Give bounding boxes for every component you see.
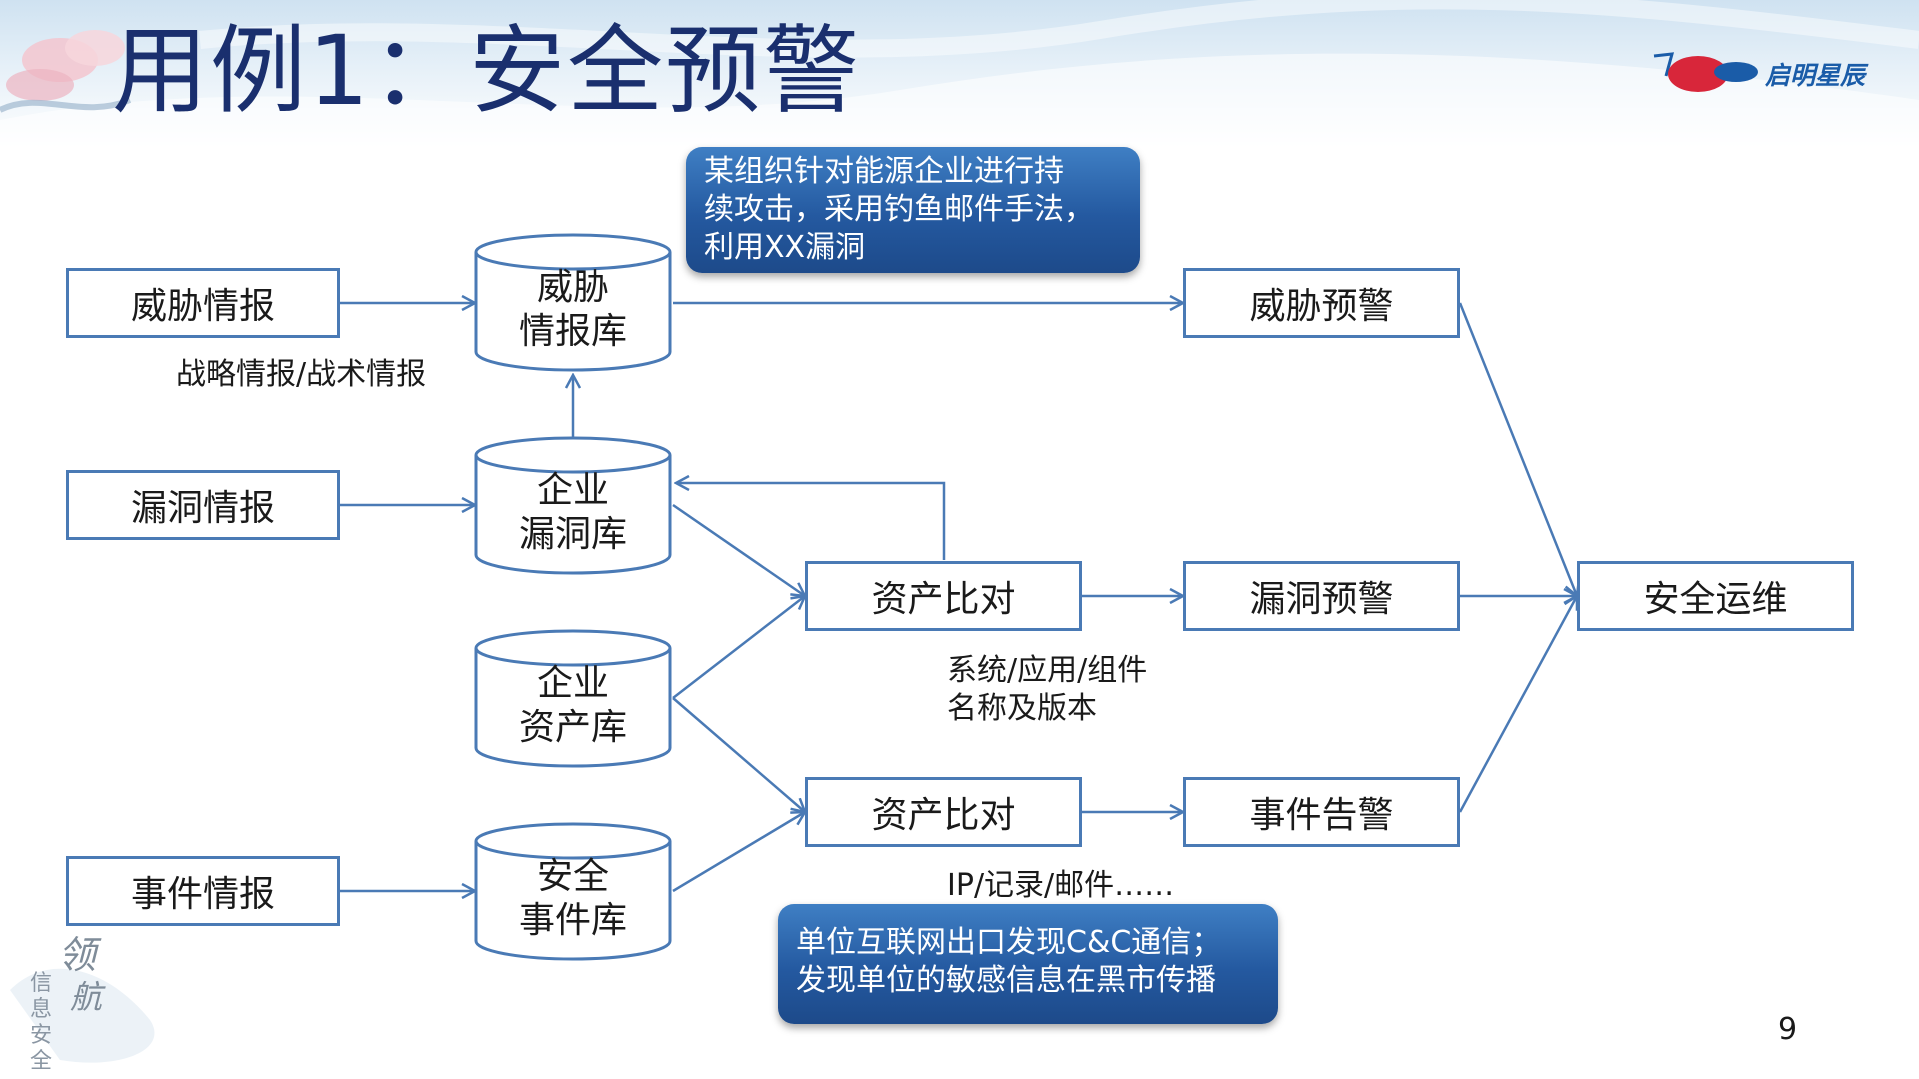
- venus-logo: [1653, 52, 1758, 92]
- db-label-line2: 情报库: [518, 311, 627, 352]
- event-intel-box: 事件情报: [66, 856, 340, 926]
- callout-line: 发现单位的敏感信息在黑市传播: [796, 963, 1216, 998]
- arrow-compare-feedback-to-vulndb: [676, 483, 946, 560]
- vertical-text: 全: [30, 1049, 52, 1074]
- system-note-line1: 系统/应用/组件: [947, 653, 1148, 688]
- brush-text: 领: [58, 933, 102, 977]
- database-icon: [474, 436, 672, 575]
- security-ops-box: 安全运维: [1577, 561, 1854, 631]
- callout-line: 某组织针对能源企业进行持: [704, 154, 1064, 189]
- asset-compare-box-2: 资产比对: [805, 777, 1082, 847]
- brush-text: 航: [70, 978, 106, 1016]
- threat-intel-box: 威胁情报: [66, 268, 340, 338]
- page-number: 9: [1778, 1012, 1798, 1047]
- arrow-eventdb-to-compare2: [672, 812, 805, 893]
- arrow-vulndb-to-compare1: [672, 503, 805, 596]
- asset-db: 企业 资产库: [473, 628, 673, 768]
- db-label-line1: 威胁: [536, 267, 609, 308]
- event-alert-box: 事件告警: [1183, 777, 1460, 847]
- system-note-line2: 名称及版本: [947, 691, 1097, 726]
- threat-intel-db: 威胁 情报库: [473, 232, 673, 372]
- ip-note: IP/记录/邮件……: [947, 868, 1175, 903]
- logo-brand-text: 启明星辰: [1765, 61, 1866, 90]
- vertical-text: 安: [30, 1023, 52, 1048]
- vertical-text: 息: [30, 997, 52, 1022]
- database-icon: [474, 822, 672, 961]
- asset-compare-box-1: 资产比对: [805, 561, 1082, 631]
- callout-line: 利用XX漏洞: [704, 230, 866, 265]
- vuln-db: 企业 漏洞库: [473, 435, 673, 575]
- arrow-event-alert-to-ops: [1458, 596, 1577, 813]
- db-label-line2: 资产库: [518, 707, 627, 748]
- db-label-line2: 事件库: [518, 900, 627, 941]
- detection-callout: 单位互联网出口发现C&C通信； 发现单位的敏感信息在黑市传播: [778, 904, 1278, 1024]
- callout-line: 单位互联网出口发现C&C通信；: [796, 925, 1222, 960]
- db-label-line1: 安全: [536, 856, 609, 897]
- database-icon: [474, 629, 672, 768]
- arrow-threat-alert-to-ops: [1458, 302, 1577, 596]
- vuln-alert-box: 漏洞预警: [1183, 561, 1460, 631]
- system-note: 系统/应用/组件 名称及版本: [947, 652, 1147, 728]
- page-title: 用例1：安全预警: [112, 15, 862, 127]
- db-label-line1: 企业: [536, 470, 609, 511]
- vertical-text: 信: [30, 971, 52, 996]
- callout-line: 续攻击，采用钓鱼邮件手法，: [704, 192, 1094, 227]
- arrow-assetdb-to-compare2: [672, 697, 805, 812]
- lotus-decoration: [0, 30, 132, 113]
- vuln-intel-box: 漏洞情报: [66, 470, 340, 540]
- strategy-note: 战略情报/战术情报: [176, 357, 427, 392]
- calligraphy-decoration: 领 航 信 息 安 全: [10, 933, 155, 1074]
- header-swirl-decoration: [0, 0, 1919, 150]
- attack-scenario-callout: 某组织针对能源企业进行持 续攻击，采用钓鱼邮件手法， 利用XX漏洞: [686, 147, 1140, 273]
- event-db: 安全 事件库: [473, 821, 673, 961]
- db-label-line1: 企业: [536, 663, 609, 704]
- database-icon: [474, 233, 672, 372]
- db-label-line2: 漏洞库: [518, 514, 627, 555]
- arrow-assetdb-to-compare1: [672, 596, 805, 699]
- threat-alert-box: 威胁预警: [1183, 268, 1460, 338]
